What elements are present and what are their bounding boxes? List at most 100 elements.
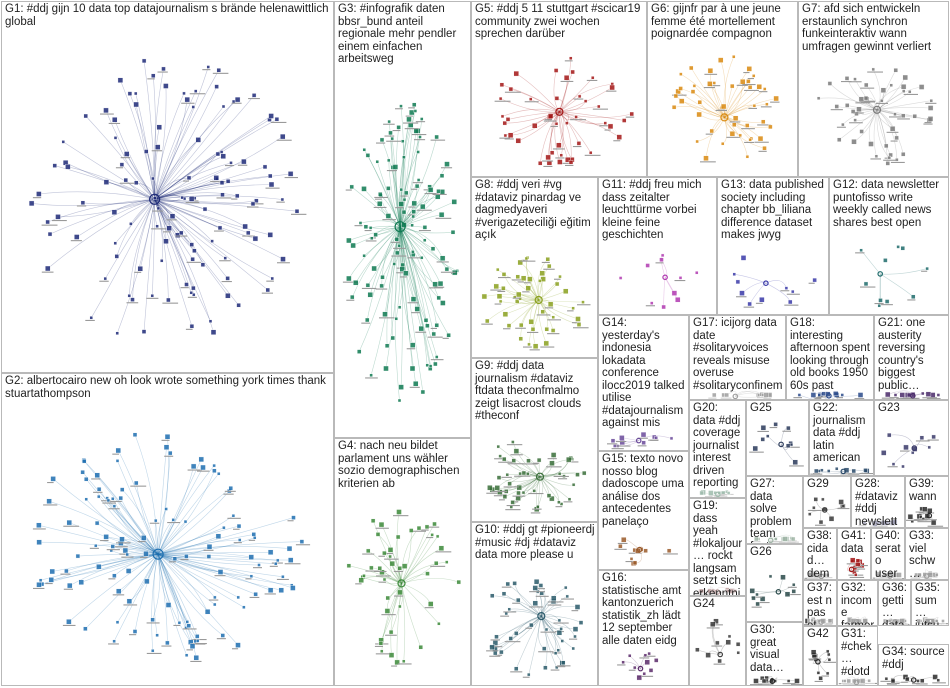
node-username-mark: [434, 286, 445, 288]
node-avatar: [132, 432, 138, 437]
node-avatar: [746, 79, 751, 84]
node-username-mark: [41, 224, 58, 226]
node-avatar: [752, 104, 757, 108]
edge: [154, 93, 185, 200]
node-username-mark: [512, 297, 521, 299]
node-avatar: [516, 484, 522, 491]
edge: [396, 226, 401, 319]
node-avatar: [610, 438, 616, 443]
node-avatar: [576, 141, 582, 146]
node-username-mark: [577, 304, 591, 306]
g4-nodes: [346, 509, 461, 667]
node-avatar: [414, 183, 420, 189]
node-username-mark: [543, 165, 553, 167]
node-username-mark: [390, 241, 400, 243]
node-username-mark: [708, 85, 721, 87]
node-username-mark: [645, 305, 655, 307]
node-username-mark: [700, 161, 716, 163]
node-avatar: [171, 518, 175, 522]
node-username-mark: [663, 553, 678, 555]
node-avatar: [179, 230, 184, 236]
node-username-mark: [403, 122, 419, 124]
node-avatar: [229, 161, 233, 165]
g22-network: [810, 466, 873, 475]
node-avatar: [409, 528, 414, 533]
node-username-mark: [887, 683, 897, 685]
group-g19-cluster: G19: dass yeah #lokaljour… rockt langsam…: [689, 498, 746, 596]
node-username-mark: [859, 473, 873, 475]
node-avatar: [550, 452, 557, 458]
node-username-mark: [807, 509, 822, 511]
node-username-mark: [510, 671, 523, 673]
node-avatar: [768, 574, 773, 579]
g7-network: [816, 67, 937, 166]
edge: [497, 269, 539, 301]
edge: [559, 111, 580, 144]
node-avatar: [755, 601, 760, 607]
edge: [154, 199, 271, 236]
node-username-mark: [399, 276, 407, 278]
node-username-mark: [611, 448, 624, 450]
edge: [157, 554, 223, 636]
node-avatar: [558, 274, 562, 279]
node-avatar: [411, 250, 415, 254]
node-username-mark: [625, 116, 635, 118]
edge: [558, 111, 569, 160]
edge: [121, 489, 159, 555]
edge: [154, 119, 278, 200]
node-avatar: [515, 138, 521, 144]
edge: [499, 296, 539, 301]
edge: [153, 68, 164, 200]
node-username-mark: [152, 210, 164, 212]
node-avatar: [562, 288, 569, 294]
node-avatar: [109, 548, 114, 553]
node-avatar: [529, 622, 534, 628]
node-avatar: [720, 141, 725, 146]
node-avatar: [397, 305, 402, 309]
node-avatar: [660, 253, 665, 258]
edge: [158, 536, 219, 555]
edge: [509, 474, 541, 485]
node-username-mark: [100, 113, 114, 115]
edge: [108, 500, 159, 555]
node-username-mark: [926, 398, 941, 399]
edge: [154, 161, 245, 200]
node-avatar: [871, 67, 875, 72]
node-username-mark: [540, 346, 555, 348]
edge: [559, 111, 573, 160]
edge: [504, 458, 541, 477]
edge: [399, 226, 434, 335]
node-username-mark: [440, 271, 456, 273]
node-username-mark: [187, 469, 202, 471]
edge: [157, 554, 198, 637]
node-avatar: [217, 471, 221, 476]
node-avatar: [400, 262, 405, 268]
hub-self-loop: [636, 546, 643, 553]
group-g9-cluster: G9: #ddj data journalism #dataviz ftdata…: [471, 358, 598, 522]
node-username-mark: [606, 90, 617, 92]
edge: [511, 476, 541, 508]
g1-edges: [31, 60, 298, 334]
edge: [401, 561, 447, 584]
g16-nodes: [617, 651, 659, 681]
node-username-mark: [498, 277, 511, 279]
node-username-mark: [495, 654, 503, 656]
node-avatar: [911, 294, 916, 300]
group-g8-label: G8: #ddj veri #vg #dataviz pinardag ve d…: [475, 179, 595, 242]
node-avatar: [422, 238, 427, 242]
node-username-mark: [521, 259, 528, 261]
node-avatar: [661, 304, 666, 310]
node-username-mark: [614, 548, 627, 550]
node-avatar: [437, 280, 444, 287]
node-avatar: [549, 460, 555, 466]
node-avatar: [456, 579, 461, 585]
edge: [158, 553, 292, 586]
group-g21-label: G21: one austerity reversing country's b…: [878, 317, 946, 392]
edge: [664, 277, 679, 300]
node-avatar: [855, 558, 861, 563]
edge: [401, 583, 431, 605]
node-username-mark: [430, 139, 446, 141]
edge: [67, 166, 155, 200]
edge: [153, 554, 159, 636]
node-username-mark: [769, 427, 778, 429]
